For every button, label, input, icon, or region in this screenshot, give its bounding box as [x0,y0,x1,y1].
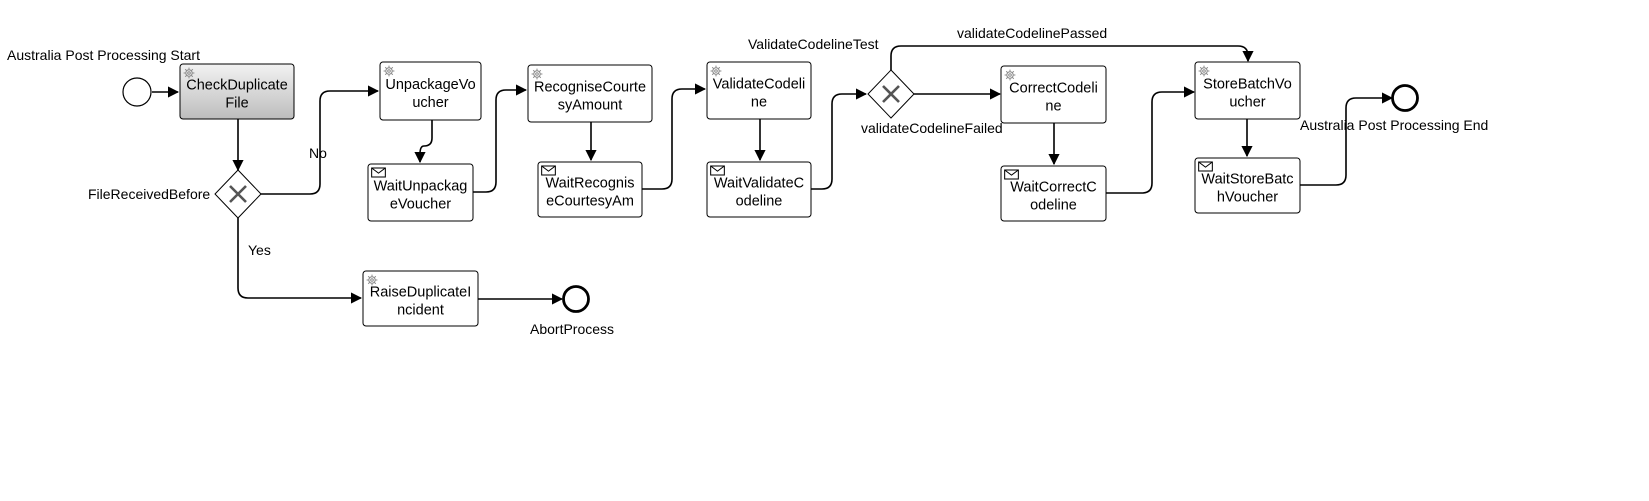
task-label-line: hVoucher [1217,190,1278,206]
flow-no [261,85,380,195]
task-box[interactable] [367,163,474,222]
envelope-icon [541,165,556,176]
task-label-line: odeline [736,194,783,210]
flow-label-no: No [309,145,327,161]
task-label-line: StoreBatchVo [1203,77,1292,93]
task-box[interactable] [1194,61,1301,120]
end-event[interactable] [1391,84,1419,112]
task-wait-correct-codeline[interactable]: WaitCorrectC odeline [1000,165,1107,222]
task-box[interactable] [379,61,482,121]
flow-label-yes: Yes [248,242,271,258]
flow-unpackage-to-wait [414,120,433,164]
task-wait-unpackage-voucher[interactable]: WaitUnpackag eVoucher [367,163,474,222]
task-box[interactable] [706,161,812,218]
flow-waitunpack-to-recognise [473,84,528,193]
task-label-line: ValidateCodeli [713,77,805,93]
task-validate-codeline[interactable]: ValidateCodeli ne [706,61,812,120]
flow-yes [237,218,363,304]
gateway-validate-codeline-test-label: ValidateCodelineTest [748,36,879,52]
task-box[interactable] [1000,65,1107,124]
task-label-line: WaitStoreBatc [1201,172,1293,188]
task-label-line: CheckDuplicate [186,78,288,94]
flow-waitvalidate-to-gateway [810,88,868,190]
sequence-flows [152,45,1394,305]
flow-waitrecognise-to-validate [642,83,707,190]
abort-end-event[interactable] [562,285,590,313]
task-label-line: ne [1045,99,1061,115]
end-event-label: Australia Post Processing End [1300,117,1488,133]
task-label-line: WaitCorrectC [1010,180,1096,196]
task-box[interactable] [537,161,643,218]
envelope-icon [1004,169,1019,180]
task-label-line: eCourtesyAm [546,194,634,210]
start-event-label: Australia Post Processing Start [7,47,200,63]
envelope-icon [371,167,386,178]
abort-event-label: AbortProcess [530,321,614,337]
task-label-line: RecogniseCourte [534,80,646,96]
envelope-icon [1198,161,1213,172]
task-label-line: WaitUnpackag [374,179,468,195]
task-box[interactable] [1194,157,1301,214]
exclusive-x-icon [229,185,247,203]
task-box[interactable] [362,270,479,327]
task-label-line: syAmount [558,98,622,114]
task-store-batch-voucher[interactable]: StoreBatchVo ucher [1194,61,1301,120]
task-box[interactable] [1000,165,1107,222]
task-label-line: File [225,96,248,112]
task-label-line: CorrectCodeli [1009,81,1098,97]
task-label-line: WaitValidateC [714,176,804,192]
flow-validate-codeline-passed [890,45,1254,70]
task-label-line: WaitRecognis [546,176,635,192]
task-label-line: UnpackageVo [385,77,475,93]
task-label-line: odeline [1030,198,1077,214]
task-label-line: eVoucher [390,197,451,213]
task-label-line: ncident [397,303,444,319]
task-box[interactable] [706,61,812,120]
flow-label-validate-codeline-passed: validateCodelinePassed [957,25,1107,41]
flow-label-validate-codeline-failed: validateCodelineFailed [861,120,1003,136]
gateway-validate-codeline-test[interactable] [867,69,915,119]
task-label-line: ne [751,95,767,111]
task-unpackage-voucher[interactable]: UnpackageVo ucher [379,61,482,121]
task-raise-duplicate-incident[interactable]: RaiseDuplicateI ncident [362,270,479,327]
task-label-line: ucher [412,95,448,111]
gateway-file-received-before-label: FileReceivedBefore [88,186,210,202]
start-event[interactable] [122,77,152,107]
flow-waitcorrect-to-store [1106,86,1196,194]
exclusive-x-icon [882,85,900,103]
flow-waitstore-to-end [1300,92,1394,186]
task-box[interactable] [527,64,653,123]
task-box[interactable] [179,63,295,120]
gateway-file-received-before[interactable] [214,169,262,219]
task-wait-store-batch-voucher[interactable]: WaitStoreBatc hVoucher [1194,157,1301,214]
task-label-line: RaiseDuplicateI [370,285,472,301]
task-label-line: ucher [1229,95,1265,111]
task-wait-validate-codeline[interactable]: WaitValidateC odeline [706,161,812,218]
task-correct-codeline[interactable]: CorrectCodeli ne [1000,65,1107,124]
task-recognise-courtesy-amount[interactable]: RecogniseCourte syAmount [527,64,653,123]
envelope-icon [710,165,725,176]
task-wait-recognise-courtesy-am[interactable]: WaitRecognis eCourtesyAm [537,161,643,218]
